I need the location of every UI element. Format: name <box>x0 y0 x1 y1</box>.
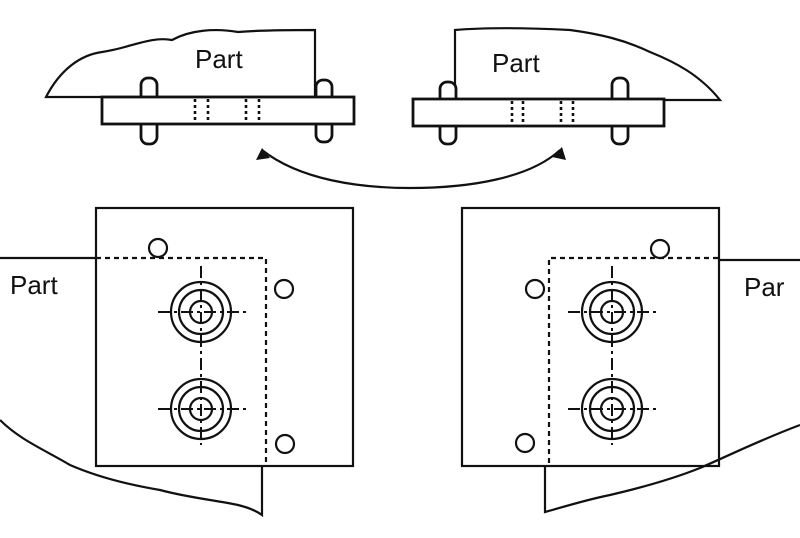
bottom-right-plan-view: Par <box>460 206 800 514</box>
bottom-right-plate <box>460 206 721 468</box>
top-left-plate <box>100 95 356 126</box>
bottom-left-holes <box>158 266 250 445</box>
bottom-left-locators <box>147 237 296 455</box>
bottom-right-part-label: Par <box>744 272 785 302</box>
top-left-part-label: Part <box>195 44 243 74</box>
bottom-right-holes <box>568 266 660 445</box>
bottom-right-locators <box>514 238 671 454</box>
bottom-right-part-outline <box>543 258 800 514</box>
bottom-left-part-label: Part <box>10 270 58 300</box>
top-right-plate <box>411 97 666 128</box>
bottom-left-hidden-part-edge <box>96 256 268 466</box>
bottom-right-hidden-part-edge <box>547 256 718 466</box>
bottom-left-plate <box>94 206 355 468</box>
arrowhead-left-icon <box>256 148 270 160</box>
top-left-part-outline <box>44 28 317 99</box>
arrowhead-right-icon <box>552 147 566 160</box>
mirror-arrow <box>256 147 566 190</box>
top-left-hidden-holes <box>193 99 261 122</box>
bottom-left-plan-view: Part <box>0 206 355 518</box>
bottom-left-part-outline <box>0 256 264 518</box>
top-left-assembly: Part <box>44 28 356 146</box>
top-right-part-outline <box>453 27 723 102</box>
top-right-hidden-holes <box>510 101 575 124</box>
top-right-part-label: Part <box>492 48 540 78</box>
top-right-assembly: Part <box>411 27 723 146</box>
